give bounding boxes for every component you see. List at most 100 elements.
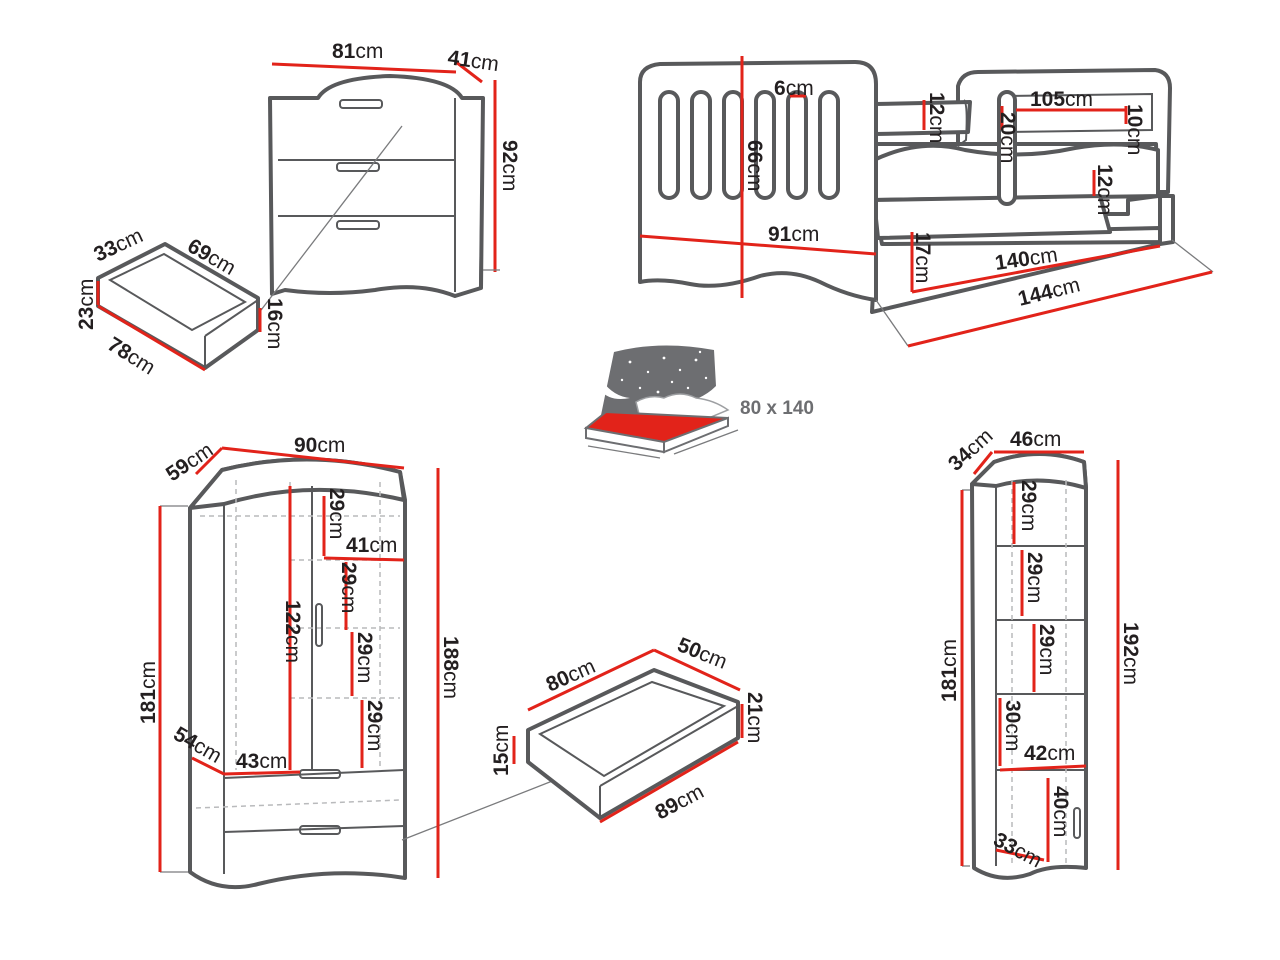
unit-suffix: cm	[281, 635, 304, 663]
dresser-depth-value: 41	[446, 46, 473, 72]
unit-suffix: cm	[1028, 243, 1059, 270]
bookcase-shelf-gap-2-value: 29	[1023, 552, 1046, 575]
dimension-label: 29cm	[1023, 552, 1046, 603]
bookcase-shelf-gap-4-value: 30	[1001, 700, 1024, 723]
bed-headboard-height-value: 66	[743, 140, 766, 163]
dimension-label: 122cm	[281, 600, 304, 663]
dimension-label: 181cm	[938, 639, 961, 702]
unit-suffix: cm	[1065, 88, 1093, 111]
unit-suffix: cm	[498, 163, 521, 191]
dimension-label: 46cm	[1010, 428, 1061, 451]
dimension-label: 105cm	[1030, 88, 1093, 111]
dimension-label: 29cm	[337, 562, 360, 613]
unit-suffix: cm	[259, 750, 287, 773]
wardrobe-total-height-value: 188	[439, 636, 462, 671]
dimension-label: 20cm	[996, 112, 1019, 163]
dimension-label: 59cm	[162, 438, 217, 486]
unit-suffix: cm	[791, 223, 819, 246]
unit-suffix: cm	[1017, 503, 1040, 531]
bed-drawer-length-value: 140	[993, 247, 1031, 275]
wardrobe-inner-height-value: 181	[137, 689, 160, 724]
bed-panel-height-value: 12	[1093, 164, 1116, 187]
dimension-label: 29cm	[1017, 480, 1040, 531]
wardrobe-drawer	[512, 648, 744, 824]
dimension-label: 42cm	[1024, 742, 1075, 765]
unit-suffix: cm	[490, 725, 513, 753]
dimension-label: 10cm	[1123, 104, 1146, 155]
unit-suffix: cm	[938, 639, 961, 667]
dresser-width-value: 81	[332, 40, 356, 63]
bed-guard-height-value: 10	[1123, 104, 1146, 127]
wardrobe-shelf-gap-3-value: 29	[353, 632, 376, 655]
dimension-label: 43cm	[236, 750, 287, 773]
unit-suffix: cm	[355, 40, 383, 63]
bed-rail-gap-value: 6	[774, 77, 786, 100]
dimension-label: 92cm	[498, 140, 521, 191]
dimension-label: 188cm	[439, 636, 462, 699]
dimension-label: 12cm	[1093, 164, 1116, 215]
unit-suffix: cm	[263, 321, 286, 349]
unit-suffix: cm	[469, 49, 500, 76]
bookcase-inner-height-value: 181	[938, 667, 961, 702]
wardrobe-drawer-back-height-value: 21	[743, 692, 766, 716]
wardrobe-shelf-gap-1-value: 29	[325, 488, 348, 511]
dimension-label: 12cm	[925, 92, 948, 143]
unit-suffix: cm	[363, 723, 386, 751]
bed-footboard-width-value: 91	[768, 223, 792, 246]
bookcase-shelf-gap-3-value: 29	[1035, 624, 1058, 647]
unit-suffix: cm	[743, 163, 766, 191]
dimension-label: 40cm	[1049, 786, 1072, 837]
dimension-label: 140cm	[993, 243, 1059, 275]
drawer-inner-height-value: 16	[263, 298, 286, 321]
mattress-night-icon	[583, 345, 739, 459]
dimension-label: 192cm	[1119, 622, 1142, 685]
bed-total-length-value: 144	[1016, 280, 1056, 311]
bed	[638, 56, 1214, 348]
wardrobe-inner-width-value: 43	[236, 750, 259, 773]
dimension-label: 6cm	[774, 77, 814, 100]
dimension-label: 23cm	[75, 279, 98, 330]
wardrobe-drawer-front-height-value: 15	[490, 752, 513, 776]
drawer-outer-height-value: 23	[75, 307, 98, 330]
dimension-label: 21cm	[743, 692, 766, 743]
dimension-label: 29cm	[325, 488, 348, 539]
bookcase-shelf-width-value: 42	[1024, 742, 1047, 765]
dresser-height-value: 92	[498, 140, 521, 163]
dimension-label: 41cm	[346, 534, 397, 557]
dimension-label: 29cm	[353, 632, 376, 683]
unit-suffix: cm	[1049, 809, 1072, 837]
dimension-label: 81cm	[332, 40, 383, 63]
unit-suffix: cm	[369, 534, 397, 557]
unit-suffix: cm	[353, 655, 376, 683]
bed-rail-height-value: 12	[925, 92, 948, 115]
wardrobe-shelf-gap-4-value: 29	[363, 700, 386, 723]
unit-suffix: cm	[786, 77, 814, 100]
dimension-label: 30cm	[1001, 700, 1024, 751]
unit-suffix: cm	[1001, 723, 1024, 751]
wardrobe-shelf-width-value: 41	[346, 534, 370, 557]
dimension-label: 29cm	[363, 700, 386, 751]
dimension-label: 16cm	[263, 298, 286, 349]
unit-suffix: cm	[1050, 273, 1083, 302]
mattress-size-label: 80 x 140	[740, 398, 814, 419]
unit-suffix: cm	[1035, 647, 1058, 675]
unit-suffix: cm	[317, 434, 345, 457]
dimension-label: 181cm	[137, 661, 160, 724]
unit-suffix: cm	[1047, 742, 1075, 765]
unit-suffix: cm	[1023, 575, 1046, 603]
bed-guard-length-value: 105	[1030, 88, 1065, 111]
unit-suffix: cm	[439, 671, 462, 699]
bookcase	[960, 450, 1120, 880]
dimension-label: 41cm	[446, 46, 500, 76]
unit-suffix: cm	[325, 511, 348, 539]
bed-drawer-height-value: 17	[911, 232, 934, 255]
bed-side-height-value: 20	[996, 112, 1019, 135]
unit-suffix: cm	[1093, 187, 1116, 215]
wardrobe-shelf-gap-2-value: 29	[337, 562, 360, 585]
unit-suffix: cm	[996, 135, 1019, 163]
bookcase-width-value: 46	[1010, 428, 1033, 451]
dimension-label: 15cm	[490, 725, 513, 776]
bookcase-shelf-gap-1-value: 29	[1017, 480, 1040, 503]
dresser	[254, 60, 500, 319]
unit-suffix: cm	[743, 715, 766, 743]
